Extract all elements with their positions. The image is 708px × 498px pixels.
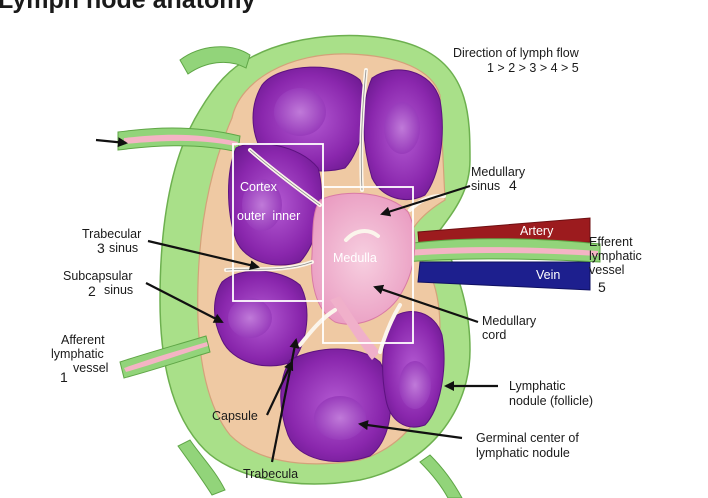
vein-label: Vein: [536, 268, 560, 282]
cortex-nodules: [214, 66, 445, 462]
medulla-label: Medulla: [333, 251, 377, 265]
afferent-number: 1: [60, 369, 68, 385]
efferent-label-3: vessel: [589, 263, 624, 277]
afferent-label-1: Afferent: [61, 333, 105, 347]
subcapsular-sinus-label-2: sinus: [104, 283, 133, 297]
germinal-label-2: lymphatic nodule: [476, 446, 570, 460]
trabecula-label: Trabecula: [243, 467, 298, 481]
efferent-label-2: lymphatic: [589, 249, 642, 263]
nodule-label-2: nodule (follicle): [509, 394, 593, 408]
pointer-arrows: [95, 137, 498, 463]
medullary-cord-label-1: Medullary: [482, 314, 537, 328]
efferent-label-1: Efferent: [589, 235, 633, 249]
afferent-label-3: vessel: [73, 361, 108, 375]
trabeculae-outline: [225, 69, 367, 271]
afferent-vessels: [117, 46, 463, 498]
nodule-label-1: Lymphatic: [509, 379, 566, 393]
trabecular-sinus-number: 3: [97, 240, 105, 256]
trabecular-sinus-label-2: sinus: [109, 241, 138, 255]
capsule-label: Capsule: [212, 409, 258, 423]
flow-sequence: 1 > 2 > 3 > 4 > 5: [487, 61, 579, 75]
cortex-label: Cortex: [240, 180, 278, 194]
efferent-vessels: [404, 217, 601, 291]
efferent-number: 5: [598, 279, 606, 295]
trabecular-sinus-label-1: Trabecular: [82, 227, 141, 241]
subcapsular-sinus-label-1: Subcapsular: [63, 269, 133, 283]
afferent-label-2: lymphatic: [51, 347, 104, 361]
medulla-box: [322, 186, 414, 344]
germinal-label-1: Germinal center of: [476, 431, 579, 445]
cortex-sub-label: outer inner: [237, 209, 300, 223]
flow-heading: Direction of lymph flow: [453, 46, 580, 60]
artery-label: Artery: [520, 224, 554, 238]
medullary-cord-label-2: cord: [482, 328, 506, 342]
page-title: Lymph node anatomy: [0, 0, 256, 14]
medullary-sinus-label-2: sinus: [471, 179, 500, 193]
medullary-sinus-label: Medullary: [471, 165, 526, 179]
subcapsular-sinus-number: 2: [88, 283, 96, 299]
medullary-sinus-number: 4: [509, 177, 517, 193]
